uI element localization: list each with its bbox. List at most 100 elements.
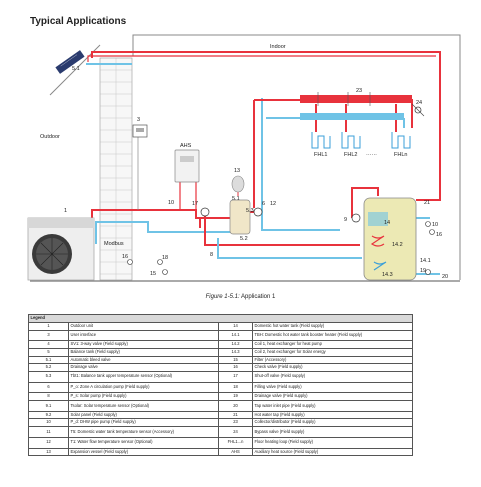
label-fhl1: FHL1 xyxy=(314,152,327,158)
label-19: 19 xyxy=(420,268,426,274)
legend-desc: Collector/distributor (Field supply) xyxy=(252,418,413,427)
label-21: 21 xyxy=(424,200,430,206)
brick-wall xyxy=(99,57,133,281)
label-17: 17 xyxy=(192,201,198,207)
label-14-1: 14.1 xyxy=(420,258,431,264)
label-16: 16 xyxy=(122,254,128,260)
label-modbus: Modbus xyxy=(104,241,124,247)
diagram-labels: Indoor Outdoor 1 3 5.1 AHS 10 17 13 5.1 … xyxy=(40,44,448,280)
legend-desc: SV1: 3-way valve (Field supply) xyxy=(68,340,219,349)
legend-desc: Hot water tap (Field supply) xyxy=(252,410,413,420)
label-16b: 16 xyxy=(436,232,442,238)
legend-key: 12 xyxy=(28,436,69,449)
label-fhln: FHLn xyxy=(394,152,407,158)
legend-desc: Drainage valve (Field supply) xyxy=(252,392,413,401)
legend-header: Legend xyxy=(28,314,413,323)
application-diagram: Indoor Outdoor 1 3 5.1 AHS 10 17 13 5.1 … xyxy=(27,34,461,282)
figure-number: Figure 1-5.1: xyxy=(205,294,240,300)
legend-desc: Outdoor unit xyxy=(68,322,219,331)
legend-desc: Automatic bleed valve xyxy=(68,355,219,365)
label-14-2: 14.2 xyxy=(392,242,403,248)
label-18: 18 xyxy=(162,255,168,261)
legend-key: 9.2 xyxy=(28,410,69,420)
legend-key: 4 xyxy=(28,340,69,349)
legend-key: 18 xyxy=(218,381,253,394)
legend-desc: Drainage valve xyxy=(68,363,219,372)
legend-desc: Tap water inlet pipe (Field supply) xyxy=(252,399,413,412)
legend-key: 6 xyxy=(28,381,69,394)
label-20: 20 xyxy=(442,274,448,280)
legend-key: 5 xyxy=(28,348,69,357)
label-8: 8 xyxy=(210,252,213,258)
legend-key: 14.1 xyxy=(218,329,253,342)
legend-desc: P_s: Solar pump (Field supply) xyxy=(68,392,219,401)
dhw-tank xyxy=(363,197,417,281)
expansion-vessel xyxy=(231,175,245,193)
legend-key: 23 xyxy=(218,418,253,427)
legend-key: 9.1 xyxy=(28,399,69,412)
legend-desc: Coil 2, heat exchanger for Solar energy xyxy=(252,348,413,357)
figure-title: Application 1 xyxy=(241,294,276,300)
legend-key: 1 xyxy=(28,322,69,331)
floor-heating-loops xyxy=(311,132,411,149)
legend-key: 11 xyxy=(28,425,69,438)
user-interface xyxy=(132,124,148,138)
legend-desc: Filling valve (Field supply) xyxy=(252,381,413,394)
page-heading: Typical Applications xyxy=(30,16,127,27)
label-6: 6 xyxy=(262,201,265,207)
legend-key: FHL1...n xyxy=(218,436,253,449)
legend-desc: Solar panel (Field supply) xyxy=(68,410,219,420)
legend-desc: T1: Water flow temperature sensor (Optio… xyxy=(68,436,219,449)
label-15: 15 xyxy=(150,271,156,277)
building-outline xyxy=(30,34,461,282)
bypass-valve xyxy=(411,103,425,117)
label-indoor: Indoor xyxy=(270,44,286,50)
legend-key: 14.2 xyxy=(218,340,253,349)
legend-key: 21 xyxy=(218,410,253,420)
label-9: 9 xyxy=(344,217,347,223)
legend-desc: Bypass valve (Field supply) xyxy=(252,425,413,438)
legend-key: 19 xyxy=(218,392,253,401)
legend-desc: Auxiliary heat source (Field supply) xyxy=(252,447,413,457)
label-fhl2: FHL2 xyxy=(344,152,357,158)
valves xyxy=(127,221,435,275)
pipes xyxy=(86,51,441,275)
legend-key: 24 xyxy=(218,425,253,438)
legend-key: 17 xyxy=(218,370,253,383)
legend-key: 20 xyxy=(218,399,253,412)
pumps xyxy=(200,207,361,223)
legend-key: 5.2 xyxy=(28,363,69,372)
legend-desc: TBH: Domestic hot water tank booster hea… xyxy=(252,329,413,342)
legend-key: 13 xyxy=(28,447,69,457)
label-ahs: AHS xyxy=(180,143,192,149)
auxiliary-heat-source xyxy=(174,149,200,183)
collector-distributor xyxy=(300,92,412,120)
label-3: 3 xyxy=(137,117,140,123)
legend-desc: Tsolar: Solar temperature sensor (Option… xyxy=(68,399,219,412)
legend-desc: Coil 1, heat exchanger for heat pump xyxy=(252,340,413,349)
legend-desc: Filter (Accessory) xyxy=(252,355,413,365)
outdoor-unit xyxy=(27,217,95,281)
label-5-3: 5.3 xyxy=(246,208,254,214)
legend-desc: Floor heating loop (Field supply) xyxy=(252,436,413,449)
legend-desc: Balance tank (Field supply) xyxy=(68,348,219,357)
legend-desc: Check valve (Field supply) xyxy=(252,363,413,372)
legend-key: 14 xyxy=(218,322,253,331)
legend-desc: Domestic hot water tank (Field supply) xyxy=(252,322,413,331)
label-10: 10 xyxy=(168,200,174,206)
legend-desc: Expansion vessel (Field supply) xyxy=(68,447,219,457)
legend-key: 5.3 xyxy=(28,370,69,383)
label-13: 13 xyxy=(234,168,240,174)
legend-key: 15 xyxy=(218,355,253,365)
